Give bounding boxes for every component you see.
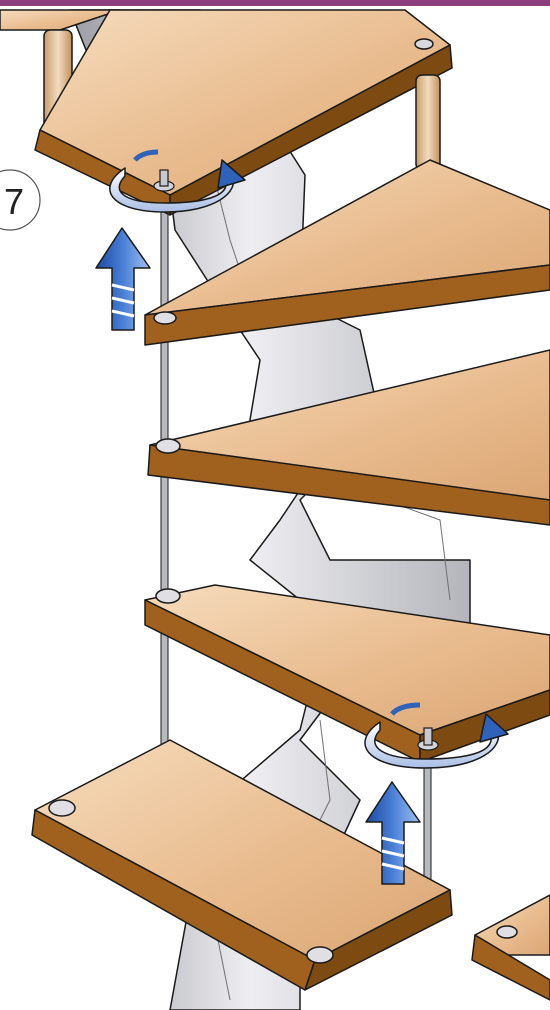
bolt-hole	[49, 800, 75, 816]
bolt-hole	[497, 926, 517, 938]
top-bar	[0, 0, 550, 6]
bolt-hole	[154, 312, 176, 324]
bolt-hole	[307, 947, 333, 963]
tread-partial-right	[472, 895, 550, 1000]
bolt-hole	[156, 589, 180, 603]
bolt-hole	[156, 439, 180, 453]
step-number-badge: 7	[0, 170, 40, 230]
up-arrow-screw-icon	[96, 228, 150, 330]
step-number: 7	[4, 181, 24, 222]
bolt-hole	[415, 39, 433, 49]
leg-tread-1	[416, 75, 440, 170]
bolt-head	[160, 170, 168, 186]
bolt-head	[424, 728, 432, 745]
